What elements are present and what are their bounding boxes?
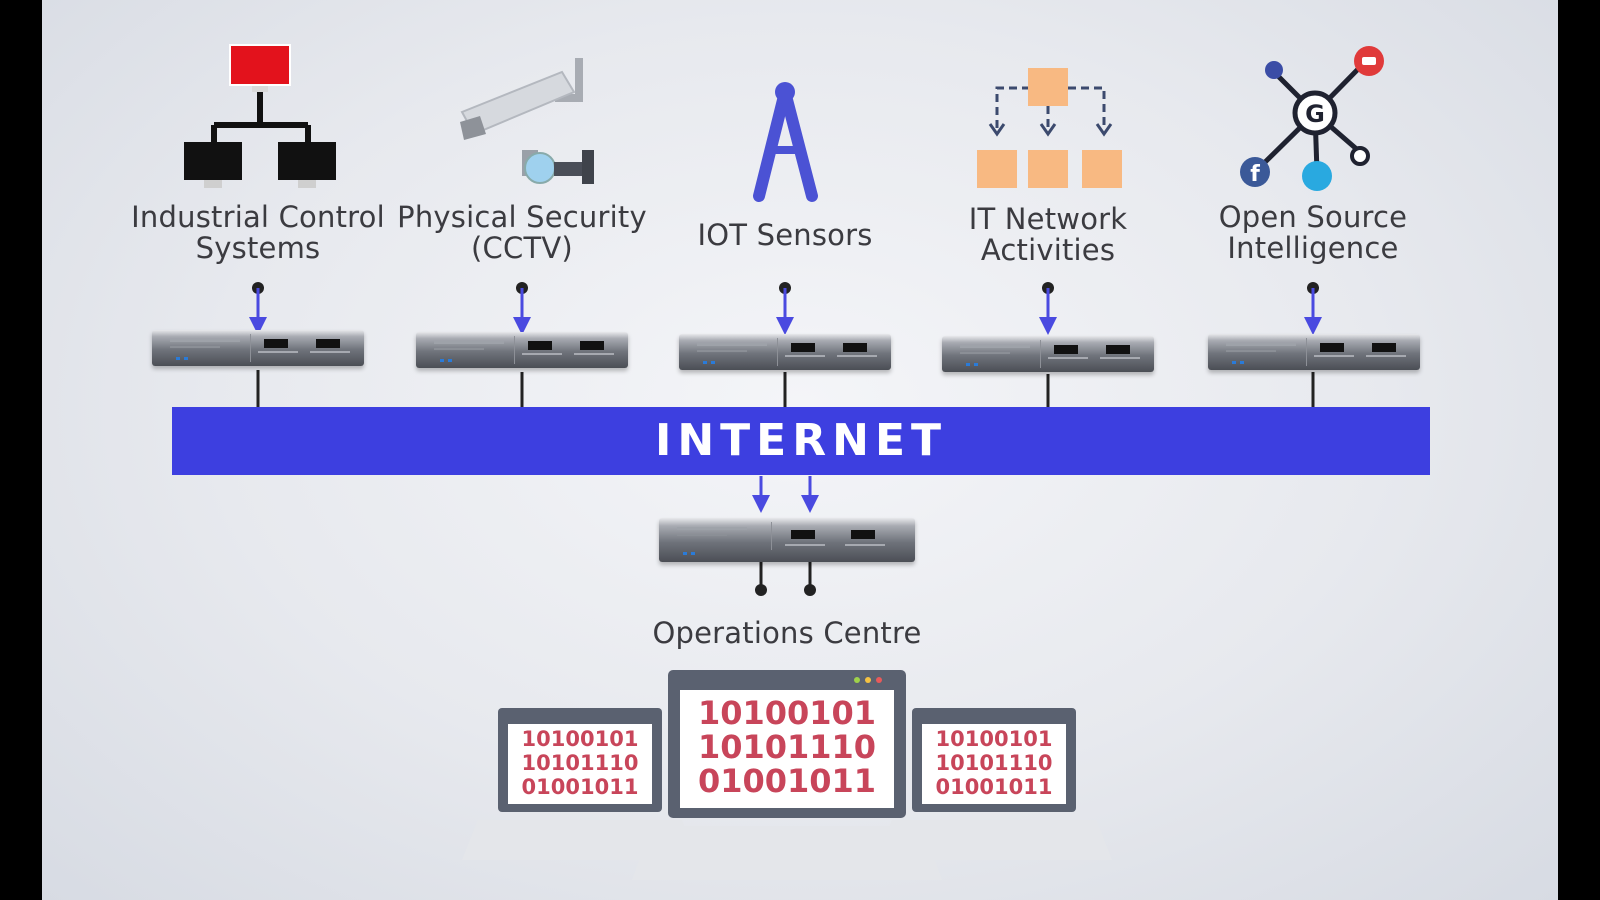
router-cctv [416, 332, 628, 368]
router-ics [152, 330, 364, 366]
svg-text:G: G [1305, 100, 1325, 128]
label-line2: Intelligence [1227, 231, 1399, 265]
cctv-camera-icon [460, 58, 594, 184]
label-iot-sensors: IOT Sensors [655, 220, 915, 251]
screen-center-binary: 10100101 10101110 01001011 [680, 696, 894, 798]
label-line2: Activities [980, 233, 1116, 267]
svg-text:f: f [1250, 162, 1260, 187]
label-operations-centre: Operations Centre [652, 616, 922, 650]
box-hierarchy-icon [977, 68, 1122, 188]
label-line2: Systems [195, 231, 321, 265]
label-physical-security: Physical Security (CCTV) [392, 202, 652, 264]
binary-line: 10101110 [935, 751, 1053, 775]
connector-cctv [513, 282, 531, 335]
diagram-stage: G f [42, 0, 1558, 900]
screen-right-binary: 10100101 10101110 01001011 [922, 727, 1066, 799]
source-connectors [249, 282, 1322, 335]
internet-backbone: INTERNET [172, 407, 1430, 475]
binary-line: 10100101 [521, 727, 639, 751]
label-line2: (CCTV) [471, 231, 573, 265]
binary-line: 10100101 [697, 694, 877, 732]
router-uplinks [256, 370, 1315, 407]
binary-line: 01001011 [521, 775, 639, 799]
label-line1: IOT Sensors [697, 218, 873, 252]
label-line1: Open Source [1218, 200, 1408, 234]
label-line1: Industrial Control [131, 200, 385, 234]
binary-line: 10101110 [697, 728, 877, 766]
connector-it [1039, 282, 1057, 335]
label-open-source-intelligence: Open Source Intelligence [1183, 202, 1443, 264]
screen-left-binary: 10100101 10101110 01001011 [508, 727, 652, 799]
router-osint [1208, 334, 1420, 370]
internet-downlinks [752, 476, 819, 596]
router-operations [659, 518, 915, 562]
binary-line: 10101110 [521, 751, 639, 775]
binary-line: 10100101 [935, 727, 1053, 751]
label-it-network-activities: IT Network Activities [918, 204, 1178, 266]
binary-line: 01001011 [697, 762, 877, 800]
laptop-center [632, 670, 942, 880]
router-iot [679, 334, 891, 370]
connector-iot [776, 282, 794, 335]
laptop-left [462, 708, 698, 860]
network-hierarchy-icon [184, 44, 336, 188]
laptop-right [876, 708, 1112, 860]
connector-osint [1304, 282, 1322, 335]
router-it-network [942, 336, 1154, 372]
label-line1: Physical Security [397, 200, 647, 234]
social-network-icon: G f [1240, 46, 1384, 191]
connector-ics [249, 282, 267, 335]
label-line1: IT Network [968, 202, 1128, 236]
label-industrial-control-systems: Industrial Control Systems [128, 202, 388, 264]
antenna-icon [753, 82, 818, 202]
diagram-graphics: G f [184, 44, 1384, 880]
binary-line: 01001011 [935, 775, 1053, 799]
